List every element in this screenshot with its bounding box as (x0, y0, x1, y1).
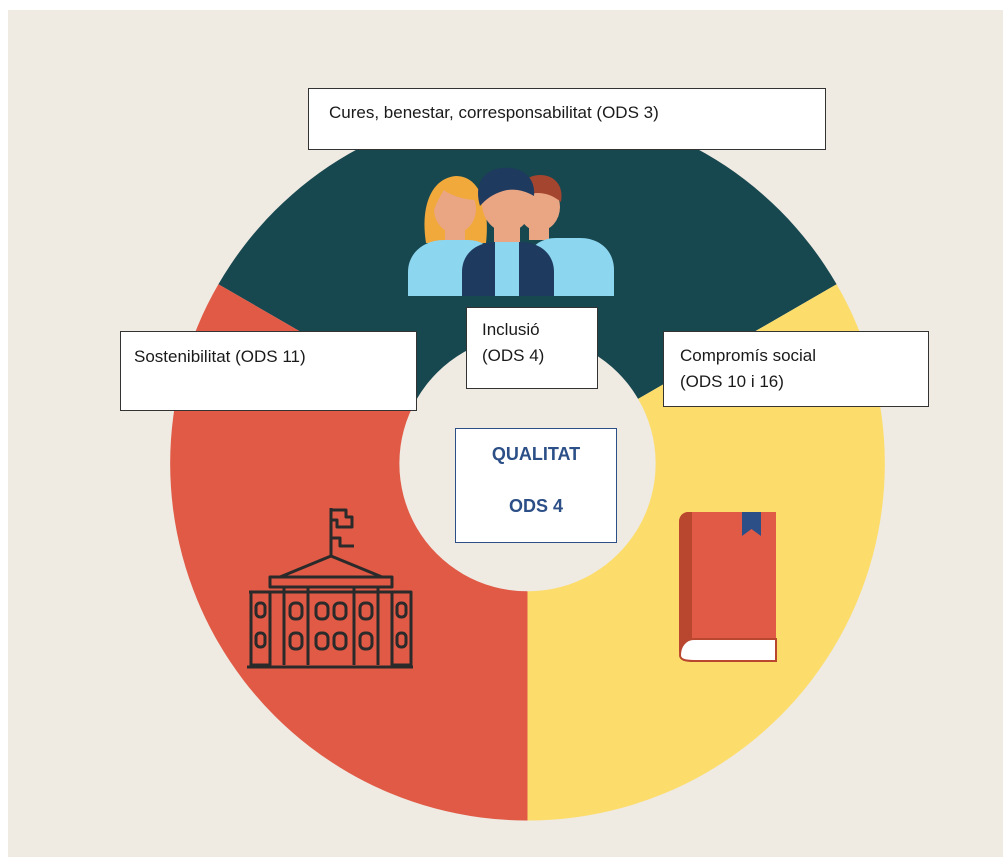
label-care-wellbeing: Cures, benestar, corresponsabilitat (ODS… (308, 88, 826, 150)
book-icon (678, 512, 777, 662)
segment-sustainability (170, 284, 528, 821)
label-commitment-line1: Compromís social (680, 346, 817, 365)
label-care-text: Cures, benestar, corresponsabilitat (ODS… (329, 103, 659, 122)
government-building-icon (247, 508, 413, 669)
label-social-commitment: Compromís social (ODS 10 i 16) (663, 331, 929, 407)
label-inclusion-line2: (ODS 4) (482, 346, 545, 365)
label-sustainability-text: Sostenibilitat (ODS 11) (134, 347, 306, 366)
label-inclusion-line1: Inclusió (482, 320, 540, 339)
center-title: QUALITAT (491, 444, 581, 464)
label-inclusion: Inclusió (ODS 4) (466, 307, 598, 389)
diagram-canvas: Cures, benestar, corresponsabilitat (ODS… (8, 10, 1003, 857)
label-commitment-line2: (ODS 10 i 16) (680, 372, 784, 391)
center-subtitle: ODS 4 (508, 496, 564, 516)
quality-ring-diagram (170, 105, 885, 821)
center-quality-box: QUALITAT ODS 4 (455, 428, 617, 543)
people-group-icon (408, 167, 614, 296)
label-sustainability: Sostenibilitat (ODS 11) (120, 331, 417, 411)
